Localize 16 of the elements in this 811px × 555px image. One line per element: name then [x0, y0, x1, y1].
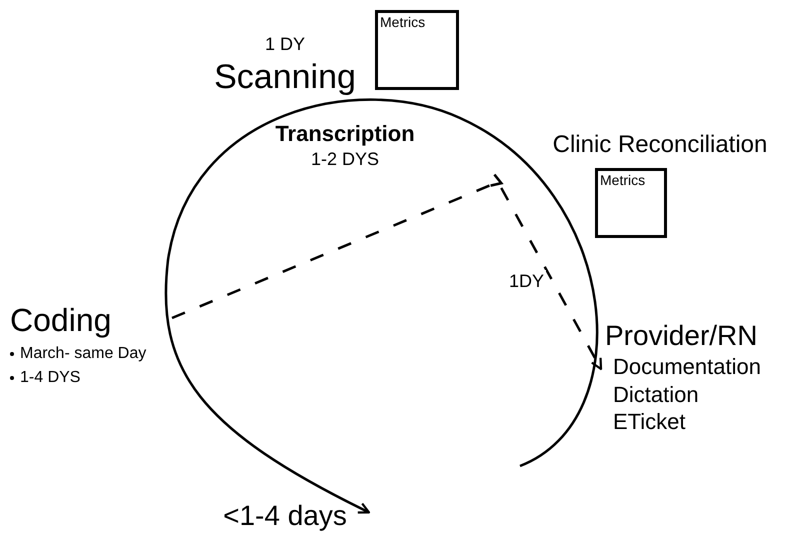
list-item: March- same Day [20, 344, 146, 364]
duration-label: 1-2 DYS [310, 148, 380, 170]
step-label: Transcription [275, 120, 415, 148]
metrics-box: Metrics [595, 168, 667, 238]
list-item: ETicket [612, 408, 687, 436]
step-label: Coding [10, 301, 112, 340]
list-item: Documentation [612, 353, 762, 380]
metrics-box: Metrics [375, 10, 459, 90]
duration-label: 1 DY [264, 33, 306, 56]
step-label: Scanning [214, 56, 356, 98]
list-item: 1-4 DYS [20, 368, 80, 388]
curved-arrow [164, 98, 598, 514]
list-item: Dictation [612, 380, 700, 408]
step-label: <1-4 days [223, 499, 347, 533]
step-label: Clinic Reconciliation [552, 130, 768, 160]
step-label: Provider/RN [605, 319, 758, 353]
